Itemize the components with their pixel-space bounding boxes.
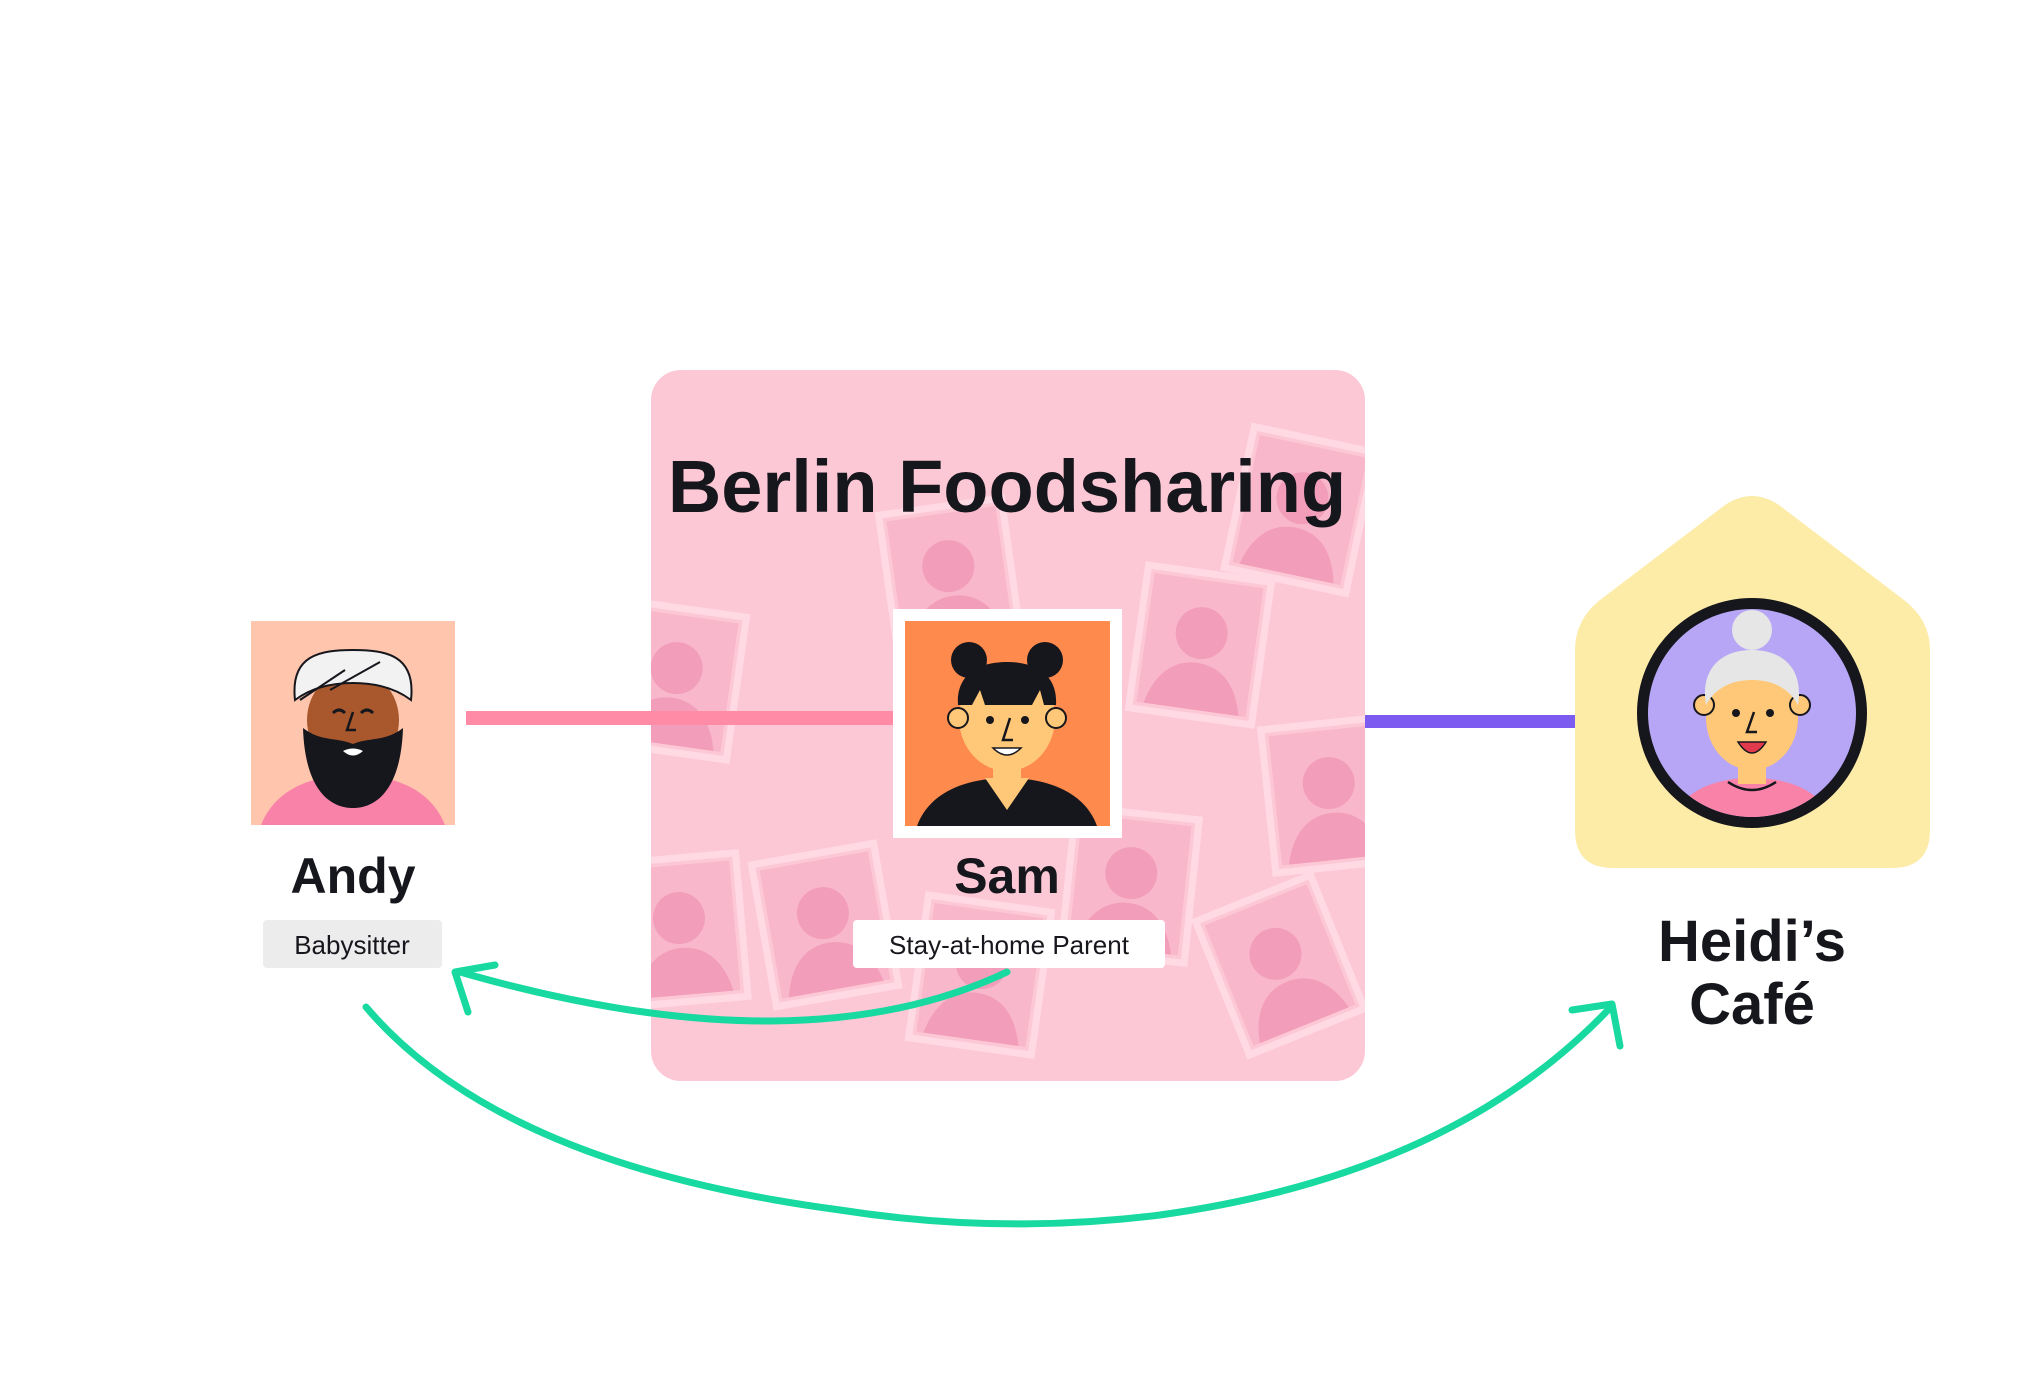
- arrow-head-icon: [1568, 1000, 1624, 1050]
- andy-name: Andy: [291, 848, 416, 904]
- arrow-head-icon: [451, 961, 499, 1016]
- group-title: Berlin Foodsharing: [668, 445, 1346, 528]
- venue-name-line1: Heidi’s: [1658, 909, 1846, 974]
- sam-heidi-link: [1365, 715, 1575, 728]
- sam-role-badge: Stay-at-home Parent: [853, 920, 1165, 968]
- sam-avatar[interactable]: [893, 609, 1122, 838]
- andy-avatar[interactable]: [251, 621, 455, 825]
- andy-to-heidi-arrow: [362, 1000, 1624, 1228]
- person-silhouette-icon: [612, 853, 748, 1007]
- sam-to-andy-arrow: [451, 961, 1011, 1025]
- sam-role: Stay-at-home Parent: [889, 930, 1130, 960]
- andy-sam-link: [466, 711, 912, 725]
- house-icon[interactable]: [1575, 496, 1930, 868]
- venue-name-line2: Café: [1689, 972, 1815, 1037]
- andy-role-badge: Babysitter: [263, 920, 442, 968]
- heidi-avatar: [1637, 598, 1867, 828]
- sam-name: Sam: [954, 848, 1060, 904]
- person-silhouette-icon: [1261, 717, 1399, 873]
- andy-role-text: Babysitter: [294, 930, 410, 960]
